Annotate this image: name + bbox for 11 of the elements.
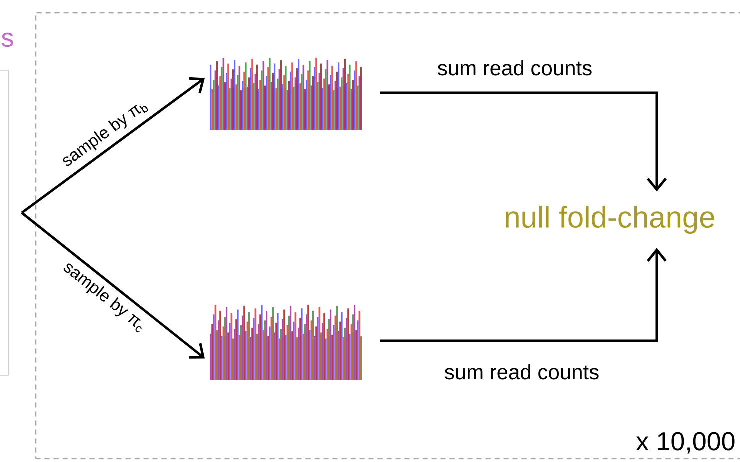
result-text: null fold-change xyxy=(506,206,714,234)
arrow xyxy=(380,92,667,192)
arrow xyxy=(21,212,205,359)
repeat-count: x 10,000 xyxy=(636,432,735,454)
arrow xyxy=(380,248,667,342)
read-count-spectrum-drawing xyxy=(210,58,362,130)
arrow xyxy=(21,77,205,214)
read-count-spectrum-drawing xyxy=(210,305,362,380)
edge-label: sum read counts xyxy=(444,364,599,380)
edge-label: sum read counts xyxy=(438,60,592,76)
cut-off-heading: s xyxy=(2,32,14,48)
